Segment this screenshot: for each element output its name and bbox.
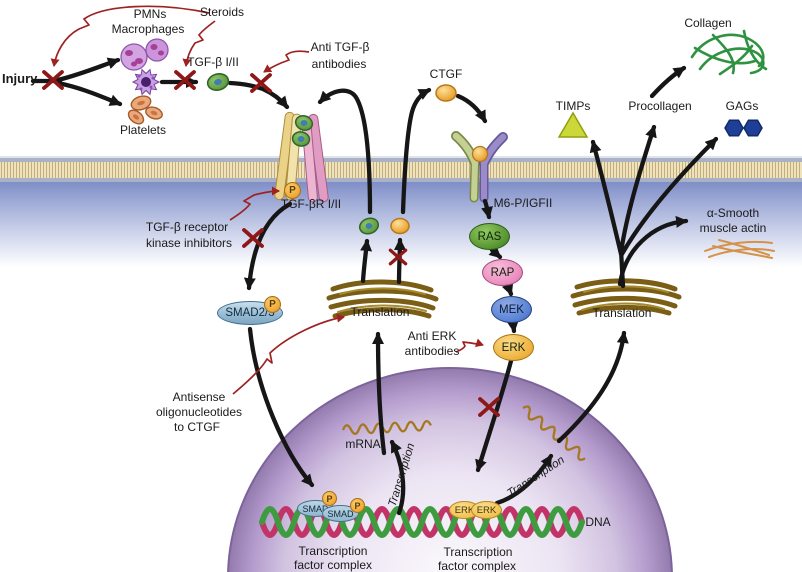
arrow-to-timps <box>589 139 624 257</box>
arrow-er-to-ctgf-secreted <box>393 237 406 285</box>
arrow-ctgf-export <box>400 87 432 215</box>
label-tgfbr: TGF-βR I/II <box>280 197 342 211</box>
label-anti-tgfb-1: Anti TGF-β <box>310 40 370 54</box>
arrow-injury-to-macrophages <box>55 57 121 83</box>
node-smad-tf-2: SMAD <box>322 505 359 522</box>
arrow-procollagen-to-collagen <box>649 65 687 99</box>
er-right <box>570 278 682 316</box>
label-antisense-3: to CTGF <box>173 420 221 434</box>
arrow-tgfb-autocrine <box>317 88 373 215</box>
label-m6p: M6-P/IGFII <box>493 196 553 210</box>
label-tgfb: TGF-β I/II <box>187 55 239 69</box>
inhibit-steroids-tgfb <box>182 20 216 67</box>
label-tfc-left-1: Transcription <box>298 544 368 558</box>
label-tfc-right-1: Transcription <box>443 545 513 559</box>
mrna-squiggle-left <box>341 419 432 435</box>
node-mek: MEK <box>491 296 532 323</box>
er-left <box>326 279 439 319</box>
ligand-molecules <box>206 73 489 235</box>
arrow-mek-to-erk <box>506 320 519 334</box>
arrow-injury-to-platelets <box>55 80 123 107</box>
node-rap: RAP <box>482 259 523 286</box>
label-anti-erk-1: Anti ERK <box>407 329 457 343</box>
phospho-smad2-3: P <box>264 296 281 313</box>
inhibit-antibodies-tgfb <box>263 50 310 73</box>
tgfb-receptor <box>274 111 329 203</box>
label-ctgf: CTGF <box>429 67 463 81</box>
arrow-mrna-to-translation-left <box>372 331 387 456</box>
label-translation-right: Translation <box>592 306 652 320</box>
label-translation-left: Translation <box>350 305 410 319</box>
arrow-transcription-left <box>389 439 406 516</box>
arrow-er-to-tgfb-secreted <box>360 238 373 284</box>
label-dna: DNA <box>585 515 611 529</box>
node-erk-tf-2: ERK <box>471 501 502 519</box>
label-procollagen: Procollagen <box>628 99 692 113</box>
phospho-receptor: P <box>284 182 301 199</box>
arrow-smad-to-nucleus <box>247 326 315 488</box>
ctgf-bound-molecule <box>471 145 489 163</box>
label-sma-2: muscle actin <box>699 221 767 235</box>
label-antisense-2: oligonucleotides <box>155 405 243 419</box>
arrow-receptor-to-smad <box>243 201 293 291</box>
label-tfc-right-2: factor complex <box>437 559 517 572</box>
label-macrophages: Macrophages <box>111 22 185 36</box>
platelet-cells <box>127 95 163 125</box>
arrow-to-sma <box>617 215 689 287</box>
node-erk: ERK <box>493 334 534 361</box>
label-steroids: Steroids <box>199 5 245 19</box>
arrow-ctgf-to-m6p <box>455 93 488 124</box>
nucleus <box>227 367 673 572</box>
mrna-squiggle-right <box>522 405 586 461</box>
arrow-to-procollagen <box>618 124 657 255</box>
inhibit-antisense-translation <box>232 313 345 395</box>
label-collagen: Collagen <box>684 16 732 30</box>
label-sma-1: α-Smooth <box>706 206 760 220</box>
arrow-tgfb-to-receptor <box>227 80 290 110</box>
pathway-arrows <box>30 57 719 516</box>
phospho-smad-tf-1: P <box>322 491 337 506</box>
label-mrna: mRNA <box>345 437 381 451</box>
ctgf-secreted-molecule <box>390 217 410 235</box>
label-platelets: Platelets <box>119 123 167 137</box>
arrow-to-gags <box>619 136 719 257</box>
label-anti-erk-2: antibodies <box>404 344 460 358</box>
arrow-rap-to-mek <box>501 282 514 297</box>
inhibit-antierk-erk <box>455 338 484 353</box>
label-kinase-inhibitors-2: kinase inhibitors <box>145 236 233 250</box>
ctgf-molecule <box>435 84 457 102</box>
label-anti-tgfb-2: antibodies <box>311 57 367 71</box>
gags-hexagons <box>724 119 763 137</box>
label-tfc-left-2: factor complex <box>293 558 373 572</box>
phospho-smad-tf-2: P <box>350 498 365 513</box>
sma-fibers <box>704 239 775 259</box>
node-ras: RAS <box>469 223 510 250</box>
label-injury: Injury <box>2 71 38 86</box>
inhibit-kinase-receptor <box>229 186 280 221</box>
timps-triangle <box>557 111 589 138</box>
arrow-ras-to-rap <box>488 245 503 260</box>
label-antisense-1: Antisense <box>172 390 226 404</box>
tgfb-secreted-molecule <box>358 217 380 235</box>
tgfb-molecule <box>206 73 230 91</box>
label-gags: GAGs <box>725 99 759 113</box>
arrow-mrna-to-translation-right <box>556 330 629 444</box>
arrow-transcription-right <box>494 453 554 506</box>
collagen-fibers <box>690 29 768 76</box>
label-kinase-inhibitors-1: TGF-β receptor <box>145 220 229 234</box>
tgfb-ligand-bound <box>291 115 314 147</box>
inhibitor-lines <box>50 5 484 395</box>
arrow-m6p-to-ras <box>481 198 493 220</box>
label-pmns: PMNs <box>133 7 167 21</box>
macrophage-cells <box>120 38 169 96</box>
label-timps: TIMPs <box>555 99 591 113</box>
inhibit-steroids-injury <box>50 5 210 67</box>
